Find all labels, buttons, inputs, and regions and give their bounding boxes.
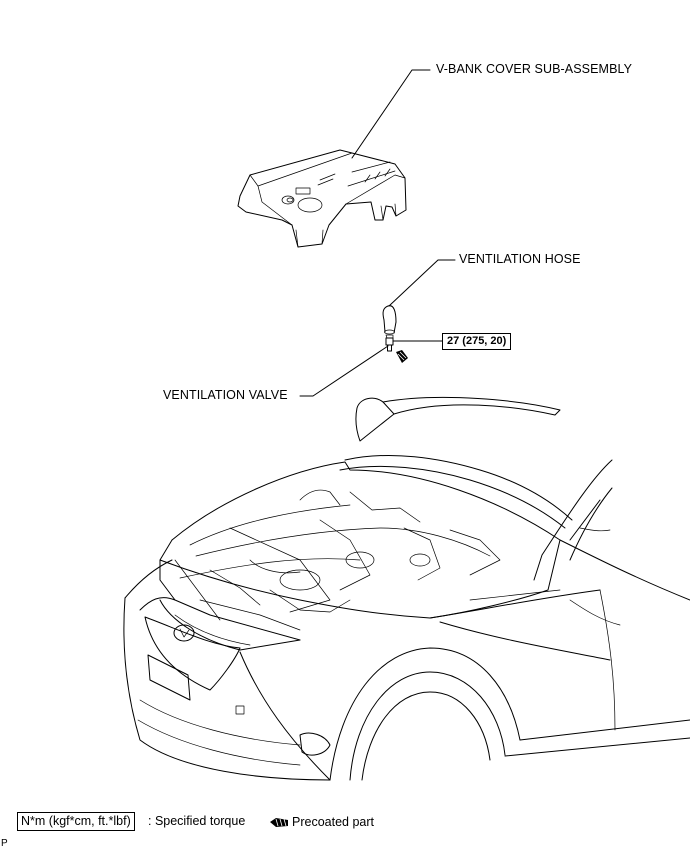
legend-torque-desc: : Specified torque	[148, 814, 246, 828]
hose-leader-line	[388, 259, 456, 307]
ventilation-hose-label: VENTILATION HOSE	[459, 252, 581, 266]
legend-precoat-icon	[270, 818, 288, 827]
legend-torque-unit-box: N*m (kgf*cm, ft.*lbf)	[17, 812, 135, 831]
vbank-cover-label: V-BANK COVER SUB-ASSEMBLY	[436, 62, 633, 76]
vbank-leader-line	[351, 69, 431, 159]
ventilation-hose-illustration	[382, 305, 397, 335]
ventilation-valve-label: VENTILATION VALVE	[163, 388, 288, 402]
torque-spec-box: 27 (275, 20)	[442, 333, 512, 350]
corner-code: P	[1, 838, 8, 849]
vbank-cover-illustration	[237, 149, 407, 248]
ventilation-valve-illustration	[385, 334, 394, 352]
legend-precoat-desc: Precoated part	[292, 815, 374, 829]
valve-leader-line	[299, 345, 389, 397]
precoat-icon	[396, 350, 408, 363]
car-illustration	[123, 396, 690, 781]
